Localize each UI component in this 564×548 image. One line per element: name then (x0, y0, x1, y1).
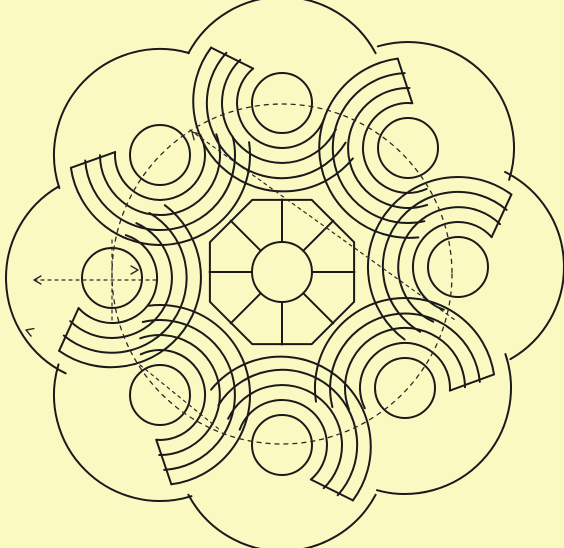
labyrinth-diagram (0, 0, 564, 548)
paper-background (0, 0, 564, 548)
